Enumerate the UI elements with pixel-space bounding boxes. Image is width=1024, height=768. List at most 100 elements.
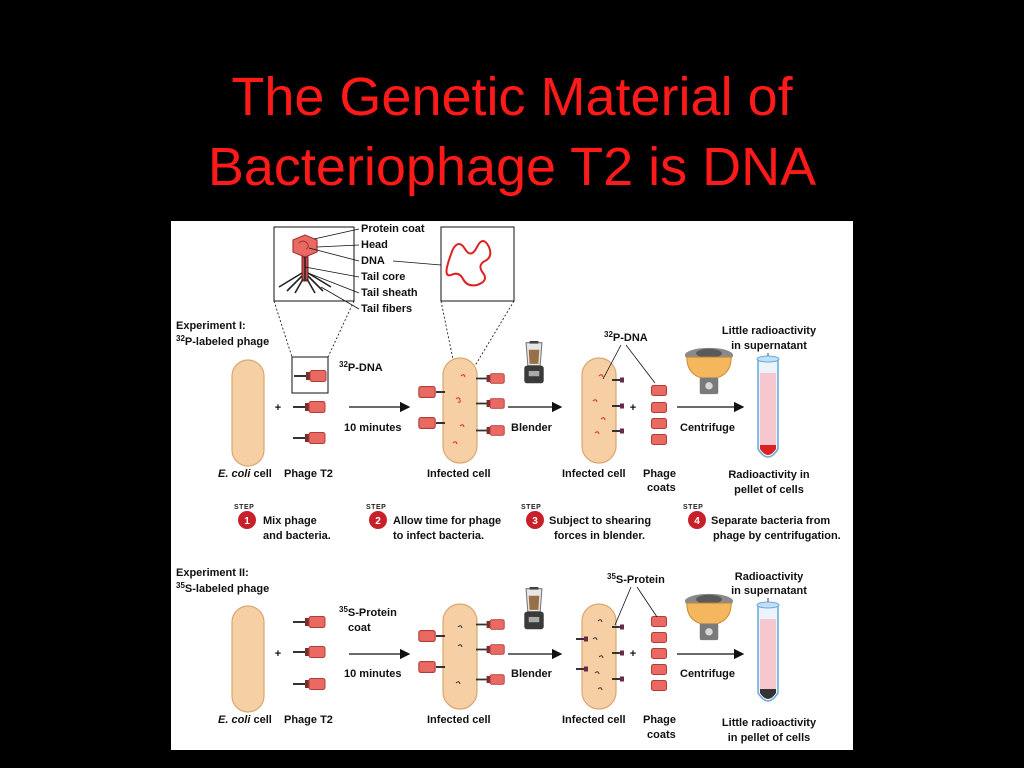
step-1: STEP 1 Mix phage and bacteria. — [234, 504, 331, 542]
exp1-phage-right-1 — [476, 372, 506, 385]
step-2-word: STEP — [366, 504, 386, 511]
exp1-free-coat-2 — [651, 402, 667, 413]
exp1-title: Experiment I: — [176, 320, 246, 332]
exp2-protein-label-3: 35S-Protein — [607, 572, 665, 586]
step-1-line1: Mix phage — [263, 515, 317, 527]
dna-strand — [445, 240, 492, 287]
exp2-coats-label-1: Phage — [643, 714, 676, 726]
exp2-subtitle: 35S-labeled phage — [176, 581, 269, 595]
exp1-dna-label: 32P-DNA — [339, 360, 383, 374]
exp2-pellet-2: in pellet of cells — [728, 732, 811, 744]
step-2: STEP 2 Allow time for phage to infect ba… — [366, 504, 501, 542]
exp2-free-coat-2 — [651, 632, 667, 643]
label-tail-fibers: Tail fibers — [361, 303, 412, 315]
step-1-word: STEP — [234, 504, 254, 511]
dna-inset-box — [440, 226, 515, 302]
exp2-test-tube — [756, 601, 780, 702]
exp2-centrifuge-label: Centrifuge — [680, 668, 735, 680]
experiment-2: Experiment II: 35S-labeled phage + 35S-P… — [176, 567, 817, 744]
exp1-test-tube — [756, 355, 780, 458]
label-tail-core: Tail core — [361, 271, 405, 283]
exp2-plus: + — [275, 648, 281, 660]
step-4-word: STEP — [683, 504, 703, 511]
exp2-pellet-1: Little radioactivity — [722, 717, 817, 729]
step-2-number: 2 — [375, 516, 381, 527]
step-3-word: STEP — [521, 504, 541, 511]
step-3: STEP 3 Subject to shearing forces in ble… — [521, 504, 651, 542]
hershey-chase-figure: Protein coat Head DNA Tail core Tail she… — [171, 221, 853, 750]
step-4-number: 4 — [694, 516, 700, 527]
exp2-infected-label: Infected cell — [427, 714, 491, 726]
exp2-ecoli-cell — [231, 605, 265, 713]
exp2-blender-icon — [523, 586, 545, 630]
step-1-number: 1 — [244, 516, 250, 527]
exp2-phage-right-1 — [476, 618, 506, 631]
experiment-1: Experiment I: 32P-labeled phage + 32P-DN… — [176, 320, 817, 496]
exp1-infected-cell-2 — [581, 357, 617, 464]
exp2-free-coat-4 — [651, 664, 667, 675]
label-protein-coat: Protein coat — [361, 223, 425, 235]
exp1-dna-label-2: 32P-DNA — [604, 330, 648, 344]
step-1-line2: and bacteria. — [263, 530, 331, 542]
step-3-badge — [526, 511, 544, 529]
phage-icon — [278, 234, 332, 294]
exp1-infected-label: Infected cell — [427, 468, 491, 480]
label-head: Head — [361, 239, 388, 251]
exp2-phage-3 — [293, 677, 326, 691]
exp1-supernatant-1: Little radioactivity — [722, 325, 817, 337]
phage-anatomy-inset: Protein coat Head DNA Tail core Tail she… — [273, 223, 515, 380]
exp1-phage-right-2 — [476, 397, 506, 410]
exp1-blender-label: Blender — [511, 422, 553, 434]
step-4-line2: phage by centrifugation. — [713, 530, 841, 542]
step-4-badge — [688, 511, 706, 529]
exp2-protein-label-2: coat — [348, 622, 371, 634]
exp2-supernatant-1: Radioactivity — [735, 571, 804, 583]
step-4-line1: Separate bacteria from — [711, 515, 830, 527]
exp2-free-coat-1 — [651, 616, 667, 627]
exp1-supernatant-2: in supernatant — [731, 340, 807, 352]
exp1-free-coat-4 — [651, 434, 667, 445]
exp1-coats-label-2: coats — [647, 482, 676, 494]
exp1-coat-left-2 — [418, 417, 436, 429]
exp2-phage-label: Phage T2 — [284, 714, 333, 726]
exp2-title: Experiment II: — [176, 567, 249, 579]
slide-title: The Genetic Material of Bacteriophage T2… — [0, 62, 1024, 202]
exp2-phage-right-2 — [476, 643, 506, 656]
exp1-centrifuge-label: Centrifuge — [680, 422, 735, 434]
exp2-phage-right-3 — [476, 673, 506, 686]
exp1-ecoli-cell — [231, 359, 265, 467]
exp1-phage-label: Phage T2 — [284, 468, 333, 480]
exp2-protein-label: 35S-Protein — [339, 605, 397, 619]
exp2-free-coat-5 — [651, 680, 667, 691]
steps-row: STEP 1 Mix phage and bacteria. STEP 2 Al… — [234, 504, 841, 542]
exp2-time: 10 minutes — [344, 668, 401, 680]
exp2-free-coat-3 — [651, 648, 667, 659]
exp1-infected-cell — [442, 357, 478, 464]
label-tail-sheath: Tail sheath — [361, 287, 418, 299]
exp1-centrifuge-icon — [684, 347, 734, 395]
exp1-infected-label-2: Infected cell — [562, 468, 626, 480]
exp1-subtitle: 32P-labeled phage — [176, 334, 269, 348]
exp2-infected-label-2: Infected cell — [562, 714, 626, 726]
step-2-badge — [369, 511, 387, 529]
exp2-supernatant-2: in supernatant — [731, 585, 807, 597]
exp1-coats-label-1: Phage — [643, 468, 676, 480]
exp2-ecoli-label: E. coli cell — [218, 714, 272, 726]
exp1-pellet-1: Radioactivity in — [728, 469, 810, 481]
exp1-coat-left-1 — [418, 386, 436, 398]
step-3-line1: Subject to shearing — [549, 515, 651, 527]
exp1-phage-right-3 — [476, 424, 506, 437]
step-3-number: 3 — [532, 516, 538, 527]
exp2-plus-2: + — [630, 648, 636, 660]
exp1-free-coat-1 — [651, 385, 667, 396]
exp1-phage-2 — [293, 400, 326, 414]
exp1-pellet-2: pellet of cells — [734, 484, 804, 496]
figure-canvas: Protein coat Head DNA Tail core Tail she… — [176, 223, 841, 744]
title-line-1: The Genetic Material of — [231, 67, 793, 127]
step-3-line2: forces in blender. — [554, 530, 645, 542]
exp1-plus: + — [275, 402, 281, 414]
step-4: STEP 4 Separate bacteria from phage by c… — [683, 504, 841, 542]
exp2-centrifuge-icon — [684, 593, 734, 641]
exp1-free-coat-3 — [651, 418, 667, 429]
exp2-infected-cell — [442, 603, 478, 710]
